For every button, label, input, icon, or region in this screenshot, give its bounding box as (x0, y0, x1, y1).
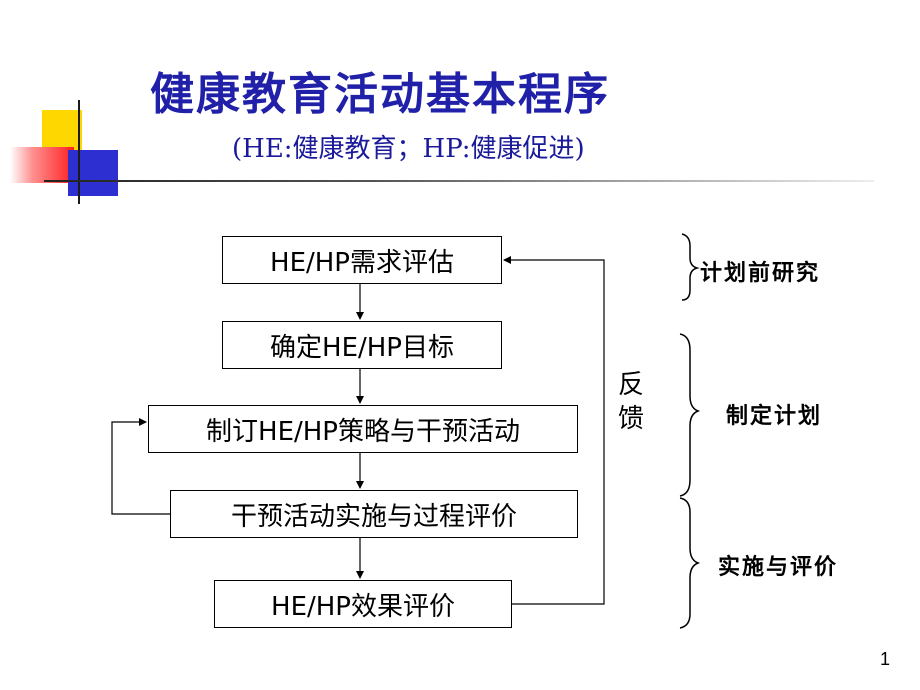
inner-loop-arrow (111, 418, 170, 515)
stage-implementation-evaluation: 实施与评价 (718, 555, 839, 580)
step-define-goals: 确定HE/HP目标 (222, 321, 502, 369)
step-outcome-evaluation: HE/HP效果评价 (214, 580, 512, 628)
slide-title: 健康教育活动基本程序 (150, 69, 610, 120)
brace-stage3 (679, 497, 701, 629)
decor-vertical-line (78, 100, 80, 204)
step-strategy-intervention: 制订HE/HP策略与干预活动 (148, 405, 578, 453)
title-divider-line (44, 180, 874, 182)
brace-stage1 (681, 233, 700, 301)
slide-subtitle: (HE:健康教育；HP:健康促进) (232, 134, 585, 164)
feedback-loop-arrow (503, 256, 605, 605)
stage-pre-planning-research: 计划前研究 (700, 261, 821, 286)
decor-blue-square (68, 150, 118, 196)
decor-yellow-square (42, 110, 82, 152)
page-number: 1 (879, 649, 890, 669)
brace-stage2 (679, 333, 701, 497)
decor-red-square (10, 147, 74, 183)
step-needs-assessment: HE/HP需求评估 (222, 236, 502, 284)
stage-planning: 制定计划 (726, 404, 823, 429)
step-implementation-process-eval: 干预活动实施与过程评价 (170, 490, 578, 538)
feedback-label: 反馈 (617, 370, 644, 434)
